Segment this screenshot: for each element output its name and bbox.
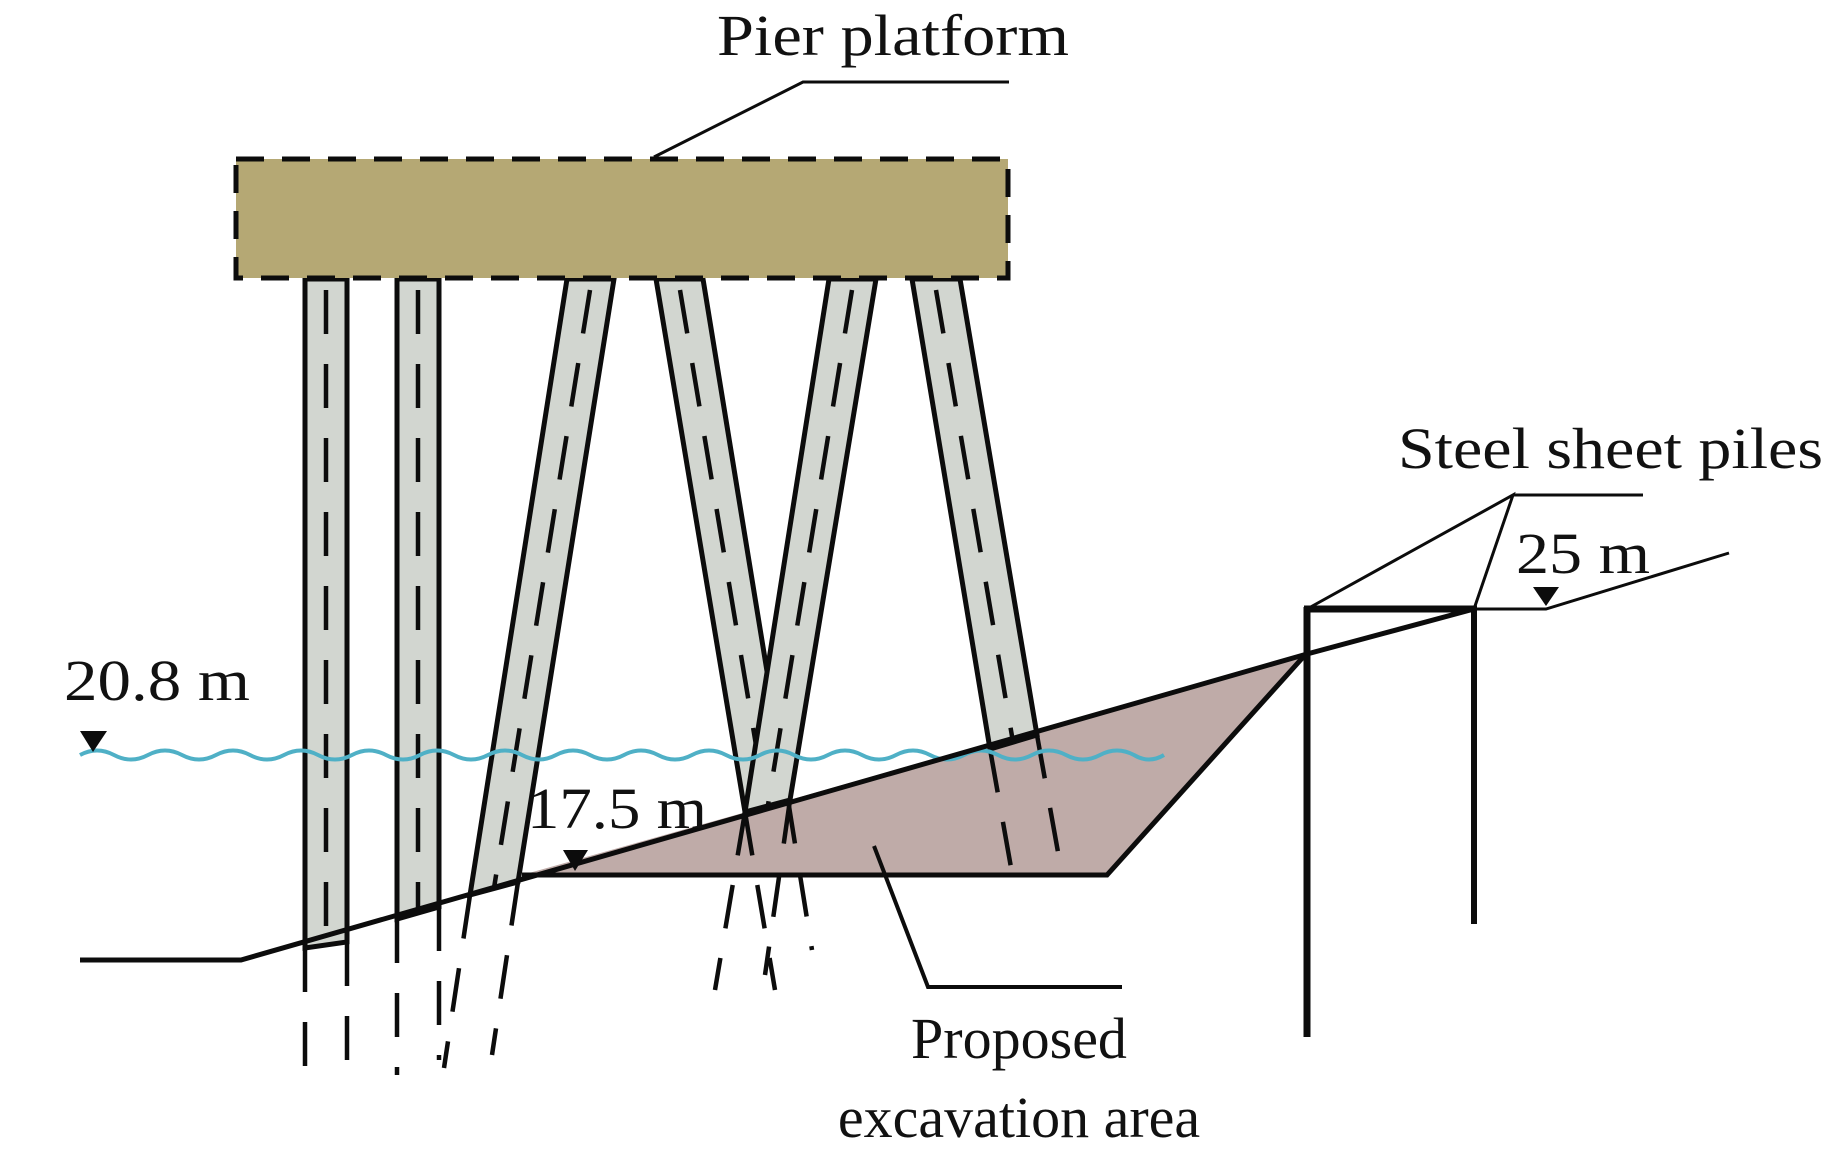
proposed-excavation-label-line1: Proposed xyxy=(911,1006,1127,1071)
excavation-leader xyxy=(872,845,1122,989)
steel-sheet-piles-leader xyxy=(1306,491,1516,611)
pile-3-below-ground-right xyxy=(489,881,521,1056)
top-level-marker-icon xyxy=(1533,587,1559,606)
excavation-level-marker-icon xyxy=(563,850,588,871)
water-level-marker-icon xyxy=(80,731,107,752)
pile-3-below-ground xyxy=(441,894,473,1069)
top-level-label: 25 m xyxy=(1516,521,1650,586)
pile-6-below-ground xyxy=(987,748,1018,891)
water-level-label: 20.8 m xyxy=(64,648,250,713)
piles xyxy=(302,276,1066,1090)
pile-5-centerline xyxy=(765,289,855,806)
pile-6-below-ground-right xyxy=(1034,734,1066,881)
pile-6-centerline xyxy=(933,289,1016,743)
excavation-level-label: 17.5 m xyxy=(527,776,707,841)
proposed-excavation-label-line2: excavation area xyxy=(838,1085,1200,1150)
pier-platform-leader xyxy=(653,80,1009,159)
pier-platform xyxy=(233,156,1011,281)
steel-sheet-piles-label: Steel sheet piles xyxy=(1398,416,1823,481)
pile-5-below-ground xyxy=(712,811,748,991)
pile-5-below-ground-right xyxy=(762,799,793,976)
ground-line xyxy=(80,606,1475,963)
pile-4-below-ground xyxy=(742,811,778,991)
ground-line-top xyxy=(1474,551,1730,611)
pile-3-centerline xyxy=(491,289,593,889)
water-surface-line xyxy=(79,748,1166,762)
excavation-outline xyxy=(522,653,1307,878)
pile-4-centerline xyxy=(677,289,769,806)
steel-sheet-piles xyxy=(1303,605,1477,1037)
pier-platform-label: Pier platform xyxy=(717,3,1069,68)
